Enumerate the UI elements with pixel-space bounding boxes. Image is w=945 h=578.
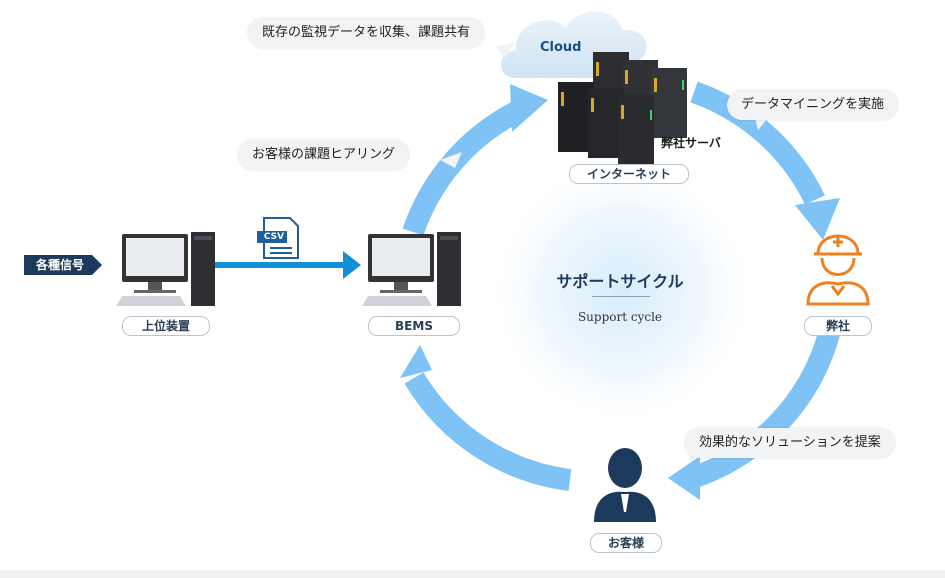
arrowhead-right bbox=[795, 198, 840, 240]
floor-shade bbox=[0, 570, 945, 578]
bubble-tail-right-top bbox=[755, 118, 768, 130]
bubble-tail-top-left bbox=[495, 42, 515, 58]
server-rack-icon bbox=[558, 52, 687, 165]
bubble-data-mining-text: データマイニングを実施 bbox=[741, 97, 885, 112]
host-device-label: 上位装置 bbox=[122, 316, 210, 336]
bubble-data-mining: データマイニングを実施 bbox=[727, 90, 899, 120]
bubble-hearing: お客様の課題ヒアリング bbox=[238, 140, 410, 170]
csv-file-icon bbox=[257, 217, 299, 259]
customer-label: お客様 bbox=[590, 533, 662, 553]
internet-label: インターネット bbox=[569, 164, 689, 184]
center-subtitle: Support cycle bbox=[577, 310, 663, 324]
arrow-server-to-company bbox=[690, 81, 825, 205]
center-title: サポートサイクル bbox=[556, 272, 684, 291]
center-glow bbox=[487, 157, 757, 427]
server-label: 弊社サーバ bbox=[661, 136, 721, 150]
company-label: 弊社 bbox=[804, 316, 872, 336]
center-divider bbox=[592, 296, 650, 297]
host-computer-icon bbox=[116, 232, 215, 306]
helmet-cross-icon bbox=[833, 237, 843, 247]
bubble-collect-data-text: 既存の監視データを収集、課題共有 bbox=[262, 25, 471, 40]
customer-person-icon bbox=[594, 448, 656, 522]
arrow-heads bbox=[400, 84, 840, 500]
arrowhead-bottom-right bbox=[668, 456, 700, 500]
bubble-collect-data: 既存の監視データを収集、課題共有 bbox=[248, 18, 485, 48]
bubble-solution: 効果的なソリューションを提案 bbox=[685, 428, 895, 458]
arrow-company-to-customer bbox=[688, 327, 841, 489]
bubble-hearing-text: お客様の課題ヒアリング bbox=[252, 147, 396, 162]
arrowhead-top-left bbox=[510, 84, 548, 132]
arrowhead-bottom-left bbox=[400, 345, 432, 378]
bubble-tail-left bbox=[440, 152, 462, 168]
signal-arrowhead bbox=[343, 251, 361, 279]
worker-icon bbox=[806, 234, 870, 306]
signal-label: 各種信号 bbox=[24, 255, 103, 275]
bems-computer-icon bbox=[362, 232, 461, 306]
arrow-customer-to-bems bbox=[404, 372, 572, 491]
bubble-solution-text: 効果的なソリューションを提案 bbox=[699, 435, 881, 450]
csv-label: CSV bbox=[263, 232, 285, 242]
signal-arrow-line bbox=[215, 262, 343, 268]
arrow-bems-to-server bbox=[402, 100, 525, 236]
bems-label: BEMS bbox=[368, 316, 460, 336]
cloud-label: Cloud bbox=[540, 40, 582, 55]
